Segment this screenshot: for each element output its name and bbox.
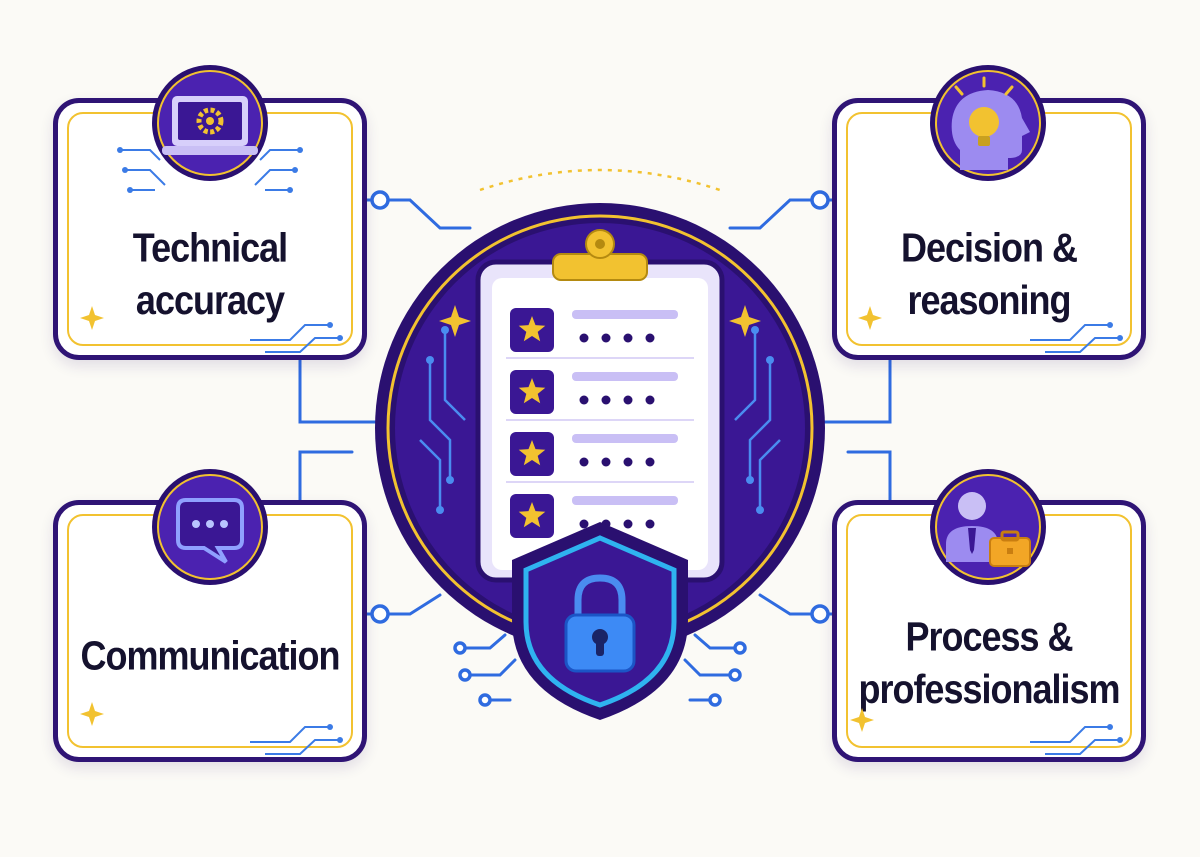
card-label: Technical accuracy bbox=[58, 222, 362, 327]
checklist-row bbox=[506, 370, 694, 421]
star-icon bbox=[518, 378, 546, 404]
rating-dot bbox=[645, 395, 655, 405]
person-briefcase-icon bbox=[930, 469, 1046, 585]
label-line: professionalism bbox=[858, 666, 1120, 712]
rating-dot bbox=[623, 333, 633, 343]
star-icon bbox=[518, 440, 546, 466]
rating-dot bbox=[601, 395, 611, 405]
rating-dot bbox=[645, 333, 655, 343]
sparkle-icon bbox=[729, 305, 761, 337]
label-line: accuracy bbox=[135, 277, 285, 323]
label-line: Technical bbox=[132, 224, 288, 271]
rating-dot bbox=[645, 519, 655, 529]
sparkle-icon bbox=[80, 306, 882, 732]
text-placeholder-bar bbox=[572, 496, 678, 505]
text-placeholder-bar bbox=[572, 372, 678, 381]
checklist-row bbox=[506, 308, 694, 359]
rating-dot bbox=[623, 395, 633, 405]
card-process-professionalism: Process & professionalism bbox=[832, 500, 1146, 762]
laptop-gear-icon bbox=[152, 65, 268, 181]
inner-circuits-icon bbox=[419, 330, 781, 510]
rating-dot bbox=[601, 457, 611, 467]
label-line: Communication bbox=[80, 632, 340, 679]
card-label: Decision & reasoning bbox=[837, 222, 1141, 327]
rating-dot bbox=[623, 519, 633, 529]
head-lightbulb-icon bbox=[930, 65, 1046, 181]
text-placeholder-bar bbox=[572, 310, 678, 319]
card-label: Process & professionalism bbox=[837, 611, 1141, 716]
rating-dot bbox=[579, 333, 589, 343]
rating-dot bbox=[645, 457, 655, 467]
card-label: Communication bbox=[58, 630, 362, 682]
sparkle-icon bbox=[439, 305, 471, 337]
text-placeholder-bar bbox=[572, 434, 678, 443]
label-line: Decision & bbox=[900, 224, 1078, 271]
checklist-row bbox=[506, 432, 694, 483]
rating-dot bbox=[623, 457, 633, 467]
chat-bubble-icon bbox=[152, 469, 268, 585]
rating-dot bbox=[579, 395, 589, 405]
label-line: Process & bbox=[905, 613, 1073, 660]
rating-dot bbox=[579, 519, 589, 529]
star-icon bbox=[518, 316, 546, 342]
star-icon bbox=[518, 502, 546, 528]
rating-dot bbox=[579, 457, 589, 467]
label-line: reasoning bbox=[907, 277, 1071, 323]
checklist-row bbox=[510, 494, 678, 538]
rating-dot bbox=[601, 333, 611, 343]
